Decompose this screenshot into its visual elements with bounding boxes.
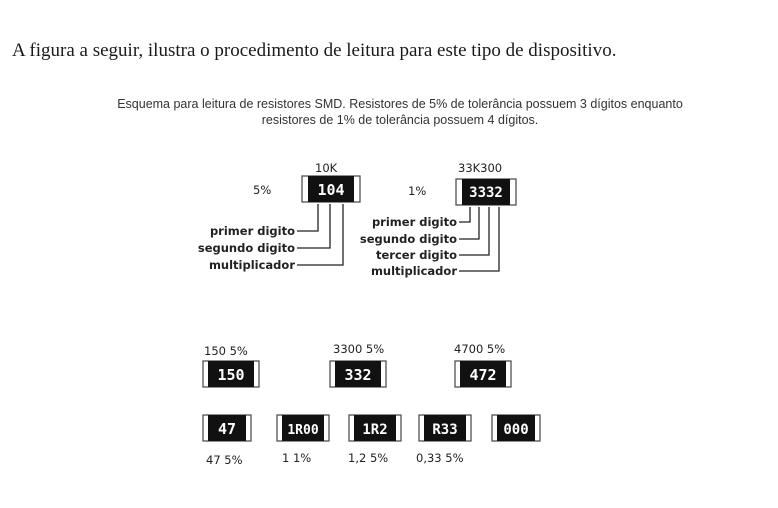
row2-label-1: 47 5% [206, 453, 243, 467]
row1-label-1: 150 5% [204, 344, 248, 358]
diagram-right: 33K300 1% 3332 primer digito segundo dig… [360, 161, 517, 278]
row2-label-2: 1 1% [282, 451, 311, 465]
row2-chip-1-code: 47 [218, 420, 236, 438]
intro-text: A figura a seguir, ilustra o procediment… [12, 40, 617, 61]
row2-chip-1: 47 [202, 414, 252, 442]
row1-label-3: 4700 5% [454, 342, 505, 356]
diagram-left-chip-code: 104 [317, 181, 344, 199]
row2-chip-3: 1R2 [348, 414, 402, 442]
diagram-left-value: 10K [315, 161, 338, 175]
diagram-left-label-1: primer digito [210, 224, 295, 238]
diagram-left-label-3: multiplicador [209, 258, 295, 272]
diagram-left: 10K 5% 104 primer digito segundo digito … [198, 161, 361, 272]
diagram-left-label-2: segundo digito [198, 241, 295, 255]
row1-chip-3-code: 472 [469, 366, 496, 384]
diagram-right-label-1: primer digito [372, 215, 457, 229]
row1-chip-2-code: 332 [344, 366, 371, 384]
diagram-right-tolerance: 1% [408, 184, 426, 198]
row2-chip-4: R33 [418, 414, 472, 442]
row1-chip-1: 150 [202, 360, 260, 388]
example-row-2: 47 47 5% 1R00 1 1% 1R2 1,2 5% R33 0,33 5… [202, 414, 541, 467]
diagram-left-chip: 104 [301, 175, 361, 203]
row2-label-3: 1,2 5% [348, 451, 388, 465]
caption-line-1: Esquema para leitura de resistores SMD. … [117, 97, 683, 111]
diagram-right-leaders [459, 207, 500, 272]
row2-label-4: 0,33 5% [416, 451, 464, 465]
diagram-right-label-2: segundo digito [360, 232, 457, 246]
diagram-right-chip-code: 3332 [469, 185, 503, 201]
row2-chip-3-code: 1R2 [362, 422, 387, 438]
diagram-left-leaders [297, 204, 344, 266]
row1-chip-2: 332 [329, 360, 387, 388]
row2-chip-5-code: 000 [503, 422, 528, 438]
row1-chip-1-code: 150 [217, 366, 244, 384]
row2-chip-2-code: 1R00 [287, 423, 318, 438]
diagram-right-label-4: multiplicador [371, 264, 457, 278]
caption-line-2: resistores de 1% de tolerância possuem 4… [261, 113, 539, 127]
diagram-right-chip: 3332 [455, 178, 517, 206]
diagram-left-tolerance: 5% [253, 183, 271, 197]
example-row-1: 150 5% 150 3300 5% 332 4700 5% 472 [202, 342, 512, 388]
row1-chip-3: 472 [454, 360, 512, 388]
diagram-right-label-3: tercer digito [376, 248, 457, 262]
row1-label-2: 3300 5% [333, 342, 384, 356]
diagram-right-value: 33K300 [458, 161, 502, 175]
row2-chip-2: 1R00 [276, 414, 330, 442]
row2-chip-4-code: R33 [432, 422, 457, 438]
row2-chip-5: 000 [491, 414, 541, 442]
figure-caption: Esquema para leitura de resistores SMD. … [40, 96, 760, 128]
